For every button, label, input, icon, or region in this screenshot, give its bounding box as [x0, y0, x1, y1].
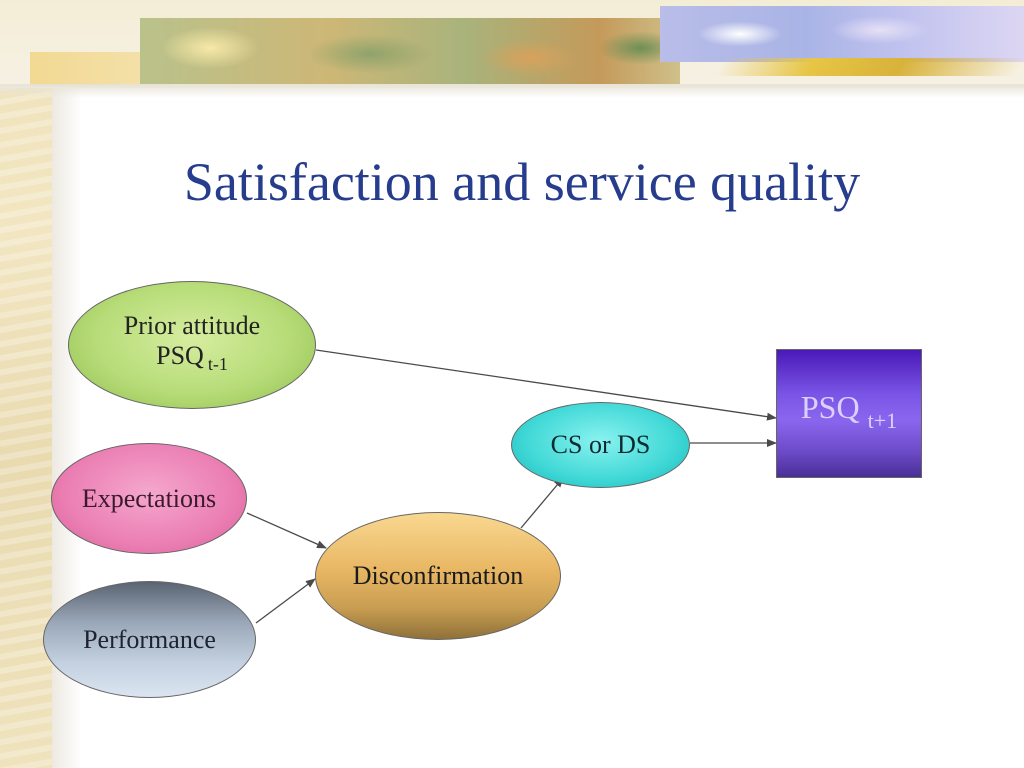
expectations-label: Expectations [81, 483, 217, 513]
disconfirmation-label: Disconfirmation [352, 561, 524, 590]
prior-psq-subscript: t-1 [207, 354, 228, 374]
node-disconfirmation: Disconfirmation [315, 512, 561, 640]
decorative-top-banner [0, 0, 1024, 88]
node-psq-next: PSQ t+1 [776, 349, 922, 478]
decorative-banner-shadow [0, 84, 1024, 98]
prior-psq-label: PSQ [156, 341, 204, 370]
arrow-prior-to-psq [315, 349, 777, 421]
arrow-expectations-to-disconfirmation [246, 512, 327, 549]
decorative-leaf-band [140, 18, 680, 84]
node-cs-or-ds: CS or DS [511, 402, 690, 488]
psq-next-line: PSQ t+1 [800, 388, 898, 436]
prior-attitude-label: Prior attitude [123, 311, 261, 340]
decorative-gold-streak [714, 58, 1024, 76]
node-expectations: Expectations [51, 443, 247, 554]
arrow-disconfirmation-to-csds [520, 477, 564, 529]
decorative-left-strip [0, 0, 52, 768]
decorative-sky-band [660, 6, 1024, 62]
node-performance: Performance [43, 581, 256, 698]
psq-next-label: PSQ [800, 388, 860, 425]
cs-or-ds-label: CS or DS [550, 430, 651, 459]
performance-label: Performance [83, 624, 216, 654]
slide-title: Satisfaction and service quality [183, 152, 861, 212]
arrow-performance-to-disconfirmation [255, 578, 316, 624]
psq-next-subscript: t+1 [867, 407, 898, 433]
